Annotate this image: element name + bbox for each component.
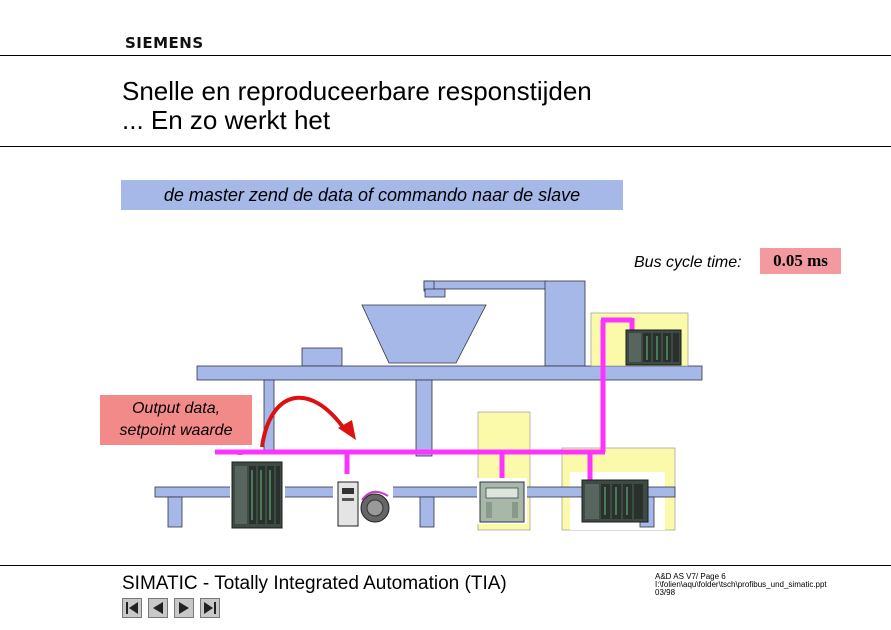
last-icon [204, 602, 216, 614]
footer-meta-date: 03/98 [655, 588, 676, 597]
page-title: Snelle en reproduceerbare responstijden [122, 76, 592, 106]
output-label-line2: setpoint waarde [119, 422, 233, 439]
bus-cycle-value: 0.05 ms [760, 248, 841, 274]
output-label-line1: Output data, [131, 400, 221, 417]
next-icon [179, 602, 189, 614]
slave-plc-top [625, 329, 682, 366]
output-data-label: Output data, setpoint waarde [100, 395, 252, 445]
page-subtitle: ... En zo werkt het [122, 105, 331, 135]
step-description: de master zend de data of commando naar … [121, 180, 623, 210]
io-slave-middle [477, 478, 527, 524]
bus-cycle-label: Bus cycle time: [634, 254, 742, 271]
data-transfer-arrow [260, 395, 356, 448]
first-icon [126, 602, 138, 614]
previous-icon [153, 602, 163, 614]
slave-plc-right [581, 479, 649, 523]
siemens-logo: SIEMENS [125, 34, 204, 52]
next-slide-button[interactable] [174, 598, 194, 618]
first-slide-button[interactable] [122, 598, 142, 618]
upper-conveyor [196, 347, 703, 457]
master-plc [230, 455, 285, 530]
header-rule [0, 55, 891, 56]
footer-product-name: SIMATIC - Totally Integrated Automation … [122, 573, 507, 594]
title-rule [0, 146, 891, 147]
footer-rule [0, 565, 891, 566]
hopper [361, 280, 586, 367]
previous-slide-button[interactable] [148, 598, 168, 618]
drive-slave [333, 474, 393, 532]
last-slide-button[interactable] [200, 598, 220, 618]
footer-meta-page: A&D AS V7/ Page 6 [655, 572, 726, 581]
footer-meta-path: I:\folien\aqu\folder\tsch\profibus_und_s… [655, 580, 827, 589]
